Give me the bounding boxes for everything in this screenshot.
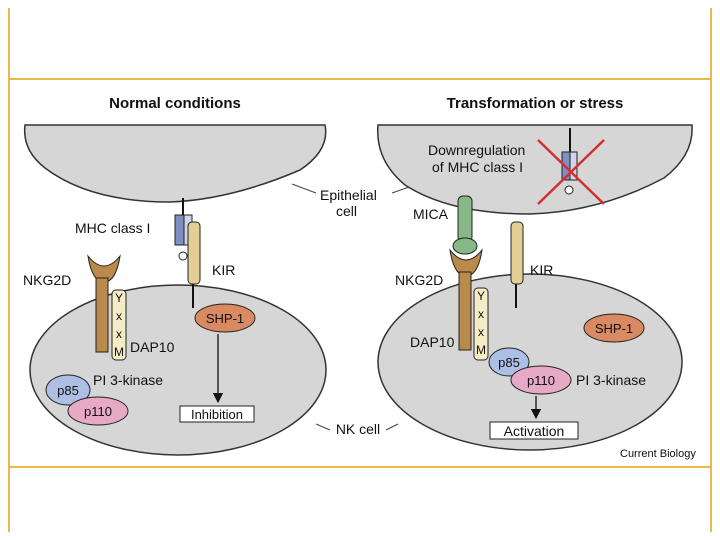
right-p110: [510, 365, 572, 395]
left-motif-y: Y: [115, 291, 123, 305]
top-frame-line: [8, 78, 712, 80]
left-p85: [45, 374, 91, 406]
right-mica-label: MICA: [413, 206, 449, 222]
right-p85: [488, 347, 530, 377]
right-motif-m: M: [476, 343, 486, 357]
right-kir-receptor: [510, 221, 524, 308]
left-panel-title: Normal conditions: [109, 95, 241, 112]
right-mica-ligand: [452, 195, 478, 255]
nk-pointer-left: [315, 423, 331, 431]
right-pi3k-label: PI 3-kinase: [576, 372, 646, 388]
right-motif-x2: x: [478, 325, 484, 339]
left-shp1: [194, 303, 256, 333]
right-motif-y: Y: [477, 289, 485, 303]
right-outcome-label: Activation: [504, 423, 565, 439]
right-outcome-box: [489, 421, 579, 440]
left-p85-label: p85: [57, 383, 79, 398]
left-p110: [67, 396, 129, 426]
left-dap10-label: DAP10: [130, 339, 175, 355]
nk-cell-label: NK cell: [336, 421, 380, 437]
right-kir-label: KIR: [530, 262, 553, 278]
right-p85-label: p85: [498, 355, 520, 370]
left-outcome-label: Inhibition: [191, 407, 243, 422]
right-motif-x1: x: [478, 307, 484, 321]
right-dap10: [473, 287, 489, 361]
left-kir-receptor: [187, 221, 201, 308]
left-frame-line: [8, 8, 10, 532]
left-shp1-label: SHP-1: [206, 311, 244, 326]
right-epithelial-cell: [376, 124, 693, 215]
left-kir-label: KIR: [212, 262, 235, 278]
left-mhc-label: MHC class I: [75, 220, 150, 236]
right-dap10-label: DAP10: [410, 334, 455, 350]
left-pi3k-label: PI 3-kinase: [93, 372, 163, 388]
credit-label: Current Biology: [620, 448, 696, 460]
left-p110-label: p110: [84, 404, 112, 419]
right-nkg2d-receptor: [449, 248, 483, 351]
right-downreg-line1: Downregulation: [428, 142, 525, 158]
right-p110-label: p110: [527, 373, 555, 388]
left-dap10: [111, 289, 127, 361]
left-nk-cell: [29, 284, 327, 456]
nk-pointer-right: [385, 423, 399, 431]
left-epithelial-cell: [23, 124, 327, 203]
bottom-frame-line: [8, 466, 712, 468]
epithelial-label-line1: Epithelial: [320, 187, 377, 203]
right-downreg-line2: of MHC class I: [432, 159, 523, 175]
right-frame-line: [710, 8, 712, 532]
left-motif-x1: x: [116, 309, 122, 323]
epithelial-label-line2: cell: [336, 203, 357, 219]
cross-line-2: [537, 139, 605, 205]
left-nkg2d-receptor: [87, 254, 121, 353]
left-nkg2d-label: NKG2D: [23, 272, 71, 288]
epithelial-pointer-left: [291, 183, 317, 194]
right-shp1-label: SHP-1: [595, 321, 633, 336]
right-nkg2d-label: NKG2D: [395, 272, 443, 288]
right-shp1: [583, 313, 645, 343]
left-motif-x2: x: [116, 327, 122, 341]
right-panel-title: Transformation or stress: [447, 95, 624, 112]
left-outcome-box: [179, 405, 255, 423]
left-motif-m: M: [114, 345, 124, 359]
